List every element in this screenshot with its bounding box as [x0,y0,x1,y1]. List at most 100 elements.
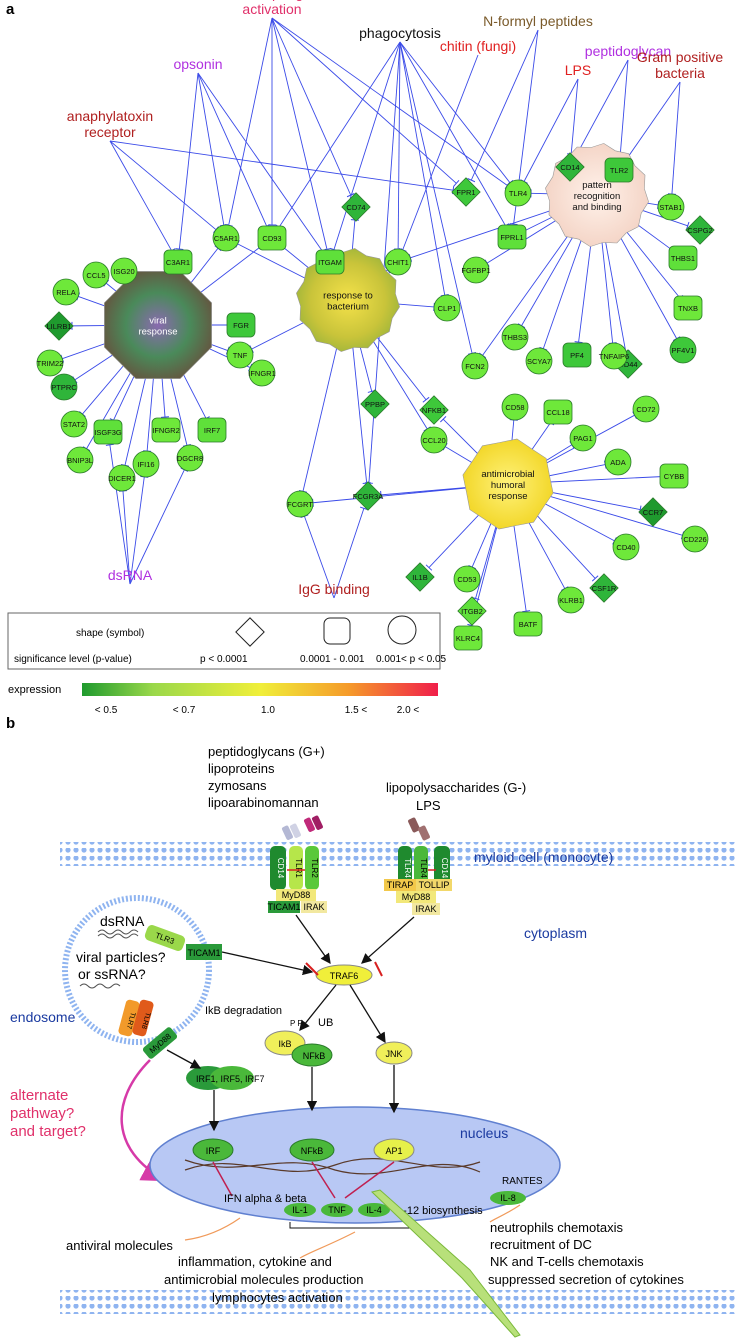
tlr2: TLR2 [310,858,319,878]
gene-label: SCYA7 [527,357,551,366]
gene-node-ptprc [50,373,78,401]
ub-label: UB [318,1017,333,1029]
term-chitin: chitin (fungi) [440,38,516,54]
edge [619,59,629,158]
hub-label: response [138,327,177,338]
gene-node-ada [604,448,632,476]
gene-node-itgam [315,249,345,275]
gene-label: TLR4 [509,189,527,198]
gene-label: PF4V1 [672,346,695,355]
gene-label: CD58 [505,403,524,412]
traf6 [315,964,373,986]
edge [399,41,473,354]
inflam-2: antimicrobial molecules production [164,1272,363,1287]
gene-label: IFNGR2 [152,426,180,435]
gene-label: TNF [233,351,248,360]
myd88-to-irf [166,1049,202,1069]
ikb-label: IkB [278,1039,291,1049]
dsrna-label: dsRNA [100,913,145,929]
gene-node-trim22 [36,349,64,377]
gene-node-ifi16 [132,450,160,478]
gene-label: FPRL1 [500,233,523,242]
edge [271,17,508,186]
gene-node-pag1 [569,424,597,452]
edge-bar [359,506,368,511]
gene-node-lilrb1 [44,311,74,341]
edge-bar [425,564,433,571]
gene-label: C5AR1 [214,234,238,243]
endosome-label: endosome [10,1009,76,1025]
gene-node-rela [52,278,80,306]
edge [671,81,681,195]
edge-bar [685,221,690,230]
ikb-degradation-label: IkB degradation [205,1005,282,1017]
tollip: TOLLIP [419,880,450,890]
ifn-label: IFN alpha & beta [224,1193,307,1205]
gene-label: CLP1 [438,304,457,313]
edge [197,72,225,226]
gene-node-tnfaip6 [600,342,628,370]
gene-label: C3AR1 [166,258,190,267]
edge [278,41,401,228]
hub-label: response to [323,291,373,302]
nfkb-cytoplasm [291,1043,333,1067]
irak-tlr4: IRAK [415,904,436,914]
alt-pathway-3: and target? [10,1123,86,1140]
go-term-labels: macrophageactivationphagocytosisN-formyl… [67,0,724,597]
gene-label: FCGR3A [353,492,383,501]
edge [271,17,457,184]
gene-node-ccl18 [543,399,573,425]
ap1-label: AP1 [385,1146,402,1156]
nfkb-nucleus [289,1138,335,1162]
gene-node-irf7 [197,417,227,443]
gene-label: IFI16 [137,460,154,469]
ligand-gneg-2: LPS [416,798,441,813]
gene-label: STAT2 [63,420,85,429]
gene-node-cd72 [632,395,660,423]
gene-label: CCL5 [86,271,105,280]
term-macrophage: activation [242,1,301,17]
gene-label: ISGF3G [94,428,122,437]
gene-node-ccl5 [82,261,110,289]
gene-node-isg20 [110,257,138,285]
ligand-1: peptidoglycans (G+) [208,744,325,759]
gene-node-isgf3g [93,419,123,445]
expression-label: expression [8,684,61,696]
edge [333,508,365,599]
edge [470,29,539,181]
ssrna-squiggle [79,983,121,989]
gene-label: ADA [610,458,625,467]
gene-label: BATF [519,620,538,629]
tlr2-complex: CD14 TLR1 TLR2 MyD88 TICAM1 IRAK [267,846,327,913]
tirap: TIRAP [387,880,414,890]
ticam1-to-traf6 [221,951,314,976]
gene-label: ISG20 [113,267,134,276]
suppressed-label: suppressed secretion of cytokines [488,1272,684,1287]
hub-label: response [488,491,527,502]
neutro-1: neutrophils chemotaxis [490,1220,623,1235]
gpos-ligands: peptidoglycans (G+) lipoproteins zymosan… [208,744,325,810]
edge [178,72,199,250]
gene-node-csf1r [589,573,619,603]
gene-label: CD14 [560,163,579,172]
ap1 [373,1138,415,1162]
neutro-3: NK and T-cells chemotaxis [490,1254,644,1269]
gene-node-fpr1 [451,177,481,207]
legend-shape-label: shape (symbol) [76,628,144,639]
tlr7: TLR7 [125,1011,136,1029]
gene-label: CSF1R [592,584,617,593]
gene-label: CD72 [636,405,655,414]
il4 [358,1203,390,1217]
expression-tick: 2.0 < [397,705,420,716]
hub-label: antimicrobial [481,469,534,480]
nfkb-inhibit-line [311,1161,336,1199]
gene-node-stat2 [60,410,88,438]
gene-node-cd74 [341,192,371,222]
term-phagocytosis: phagocytosis [359,25,441,41]
tnf-gene [321,1203,353,1217]
edge-bar [175,248,184,250]
gene-node-tlr2 [604,157,634,183]
edge-bar [346,193,355,198]
term-anaphyl: anaphylatoxin [67,108,153,124]
